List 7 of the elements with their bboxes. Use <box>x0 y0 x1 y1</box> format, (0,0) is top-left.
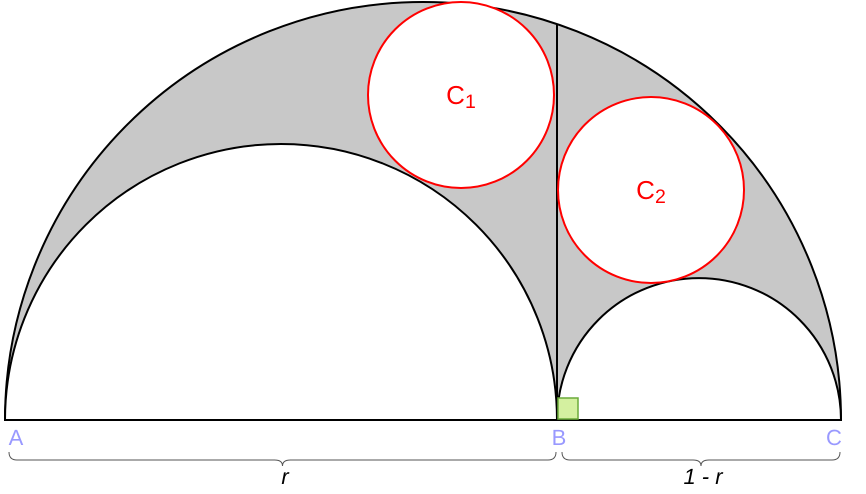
length-label: 1 - r <box>683 466 723 488</box>
circle-label: C$_{2}$ <box>636 174 666 210</box>
circle-label: C$_{1}$ <box>446 78 476 114</box>
length-label: r <box>281 466 289 488</box>
point-label: B <box>552 427 566 449</box>
point-label: A <box>8 427 24 449</box>
point-label: C <box>826 427 842 449</box>
